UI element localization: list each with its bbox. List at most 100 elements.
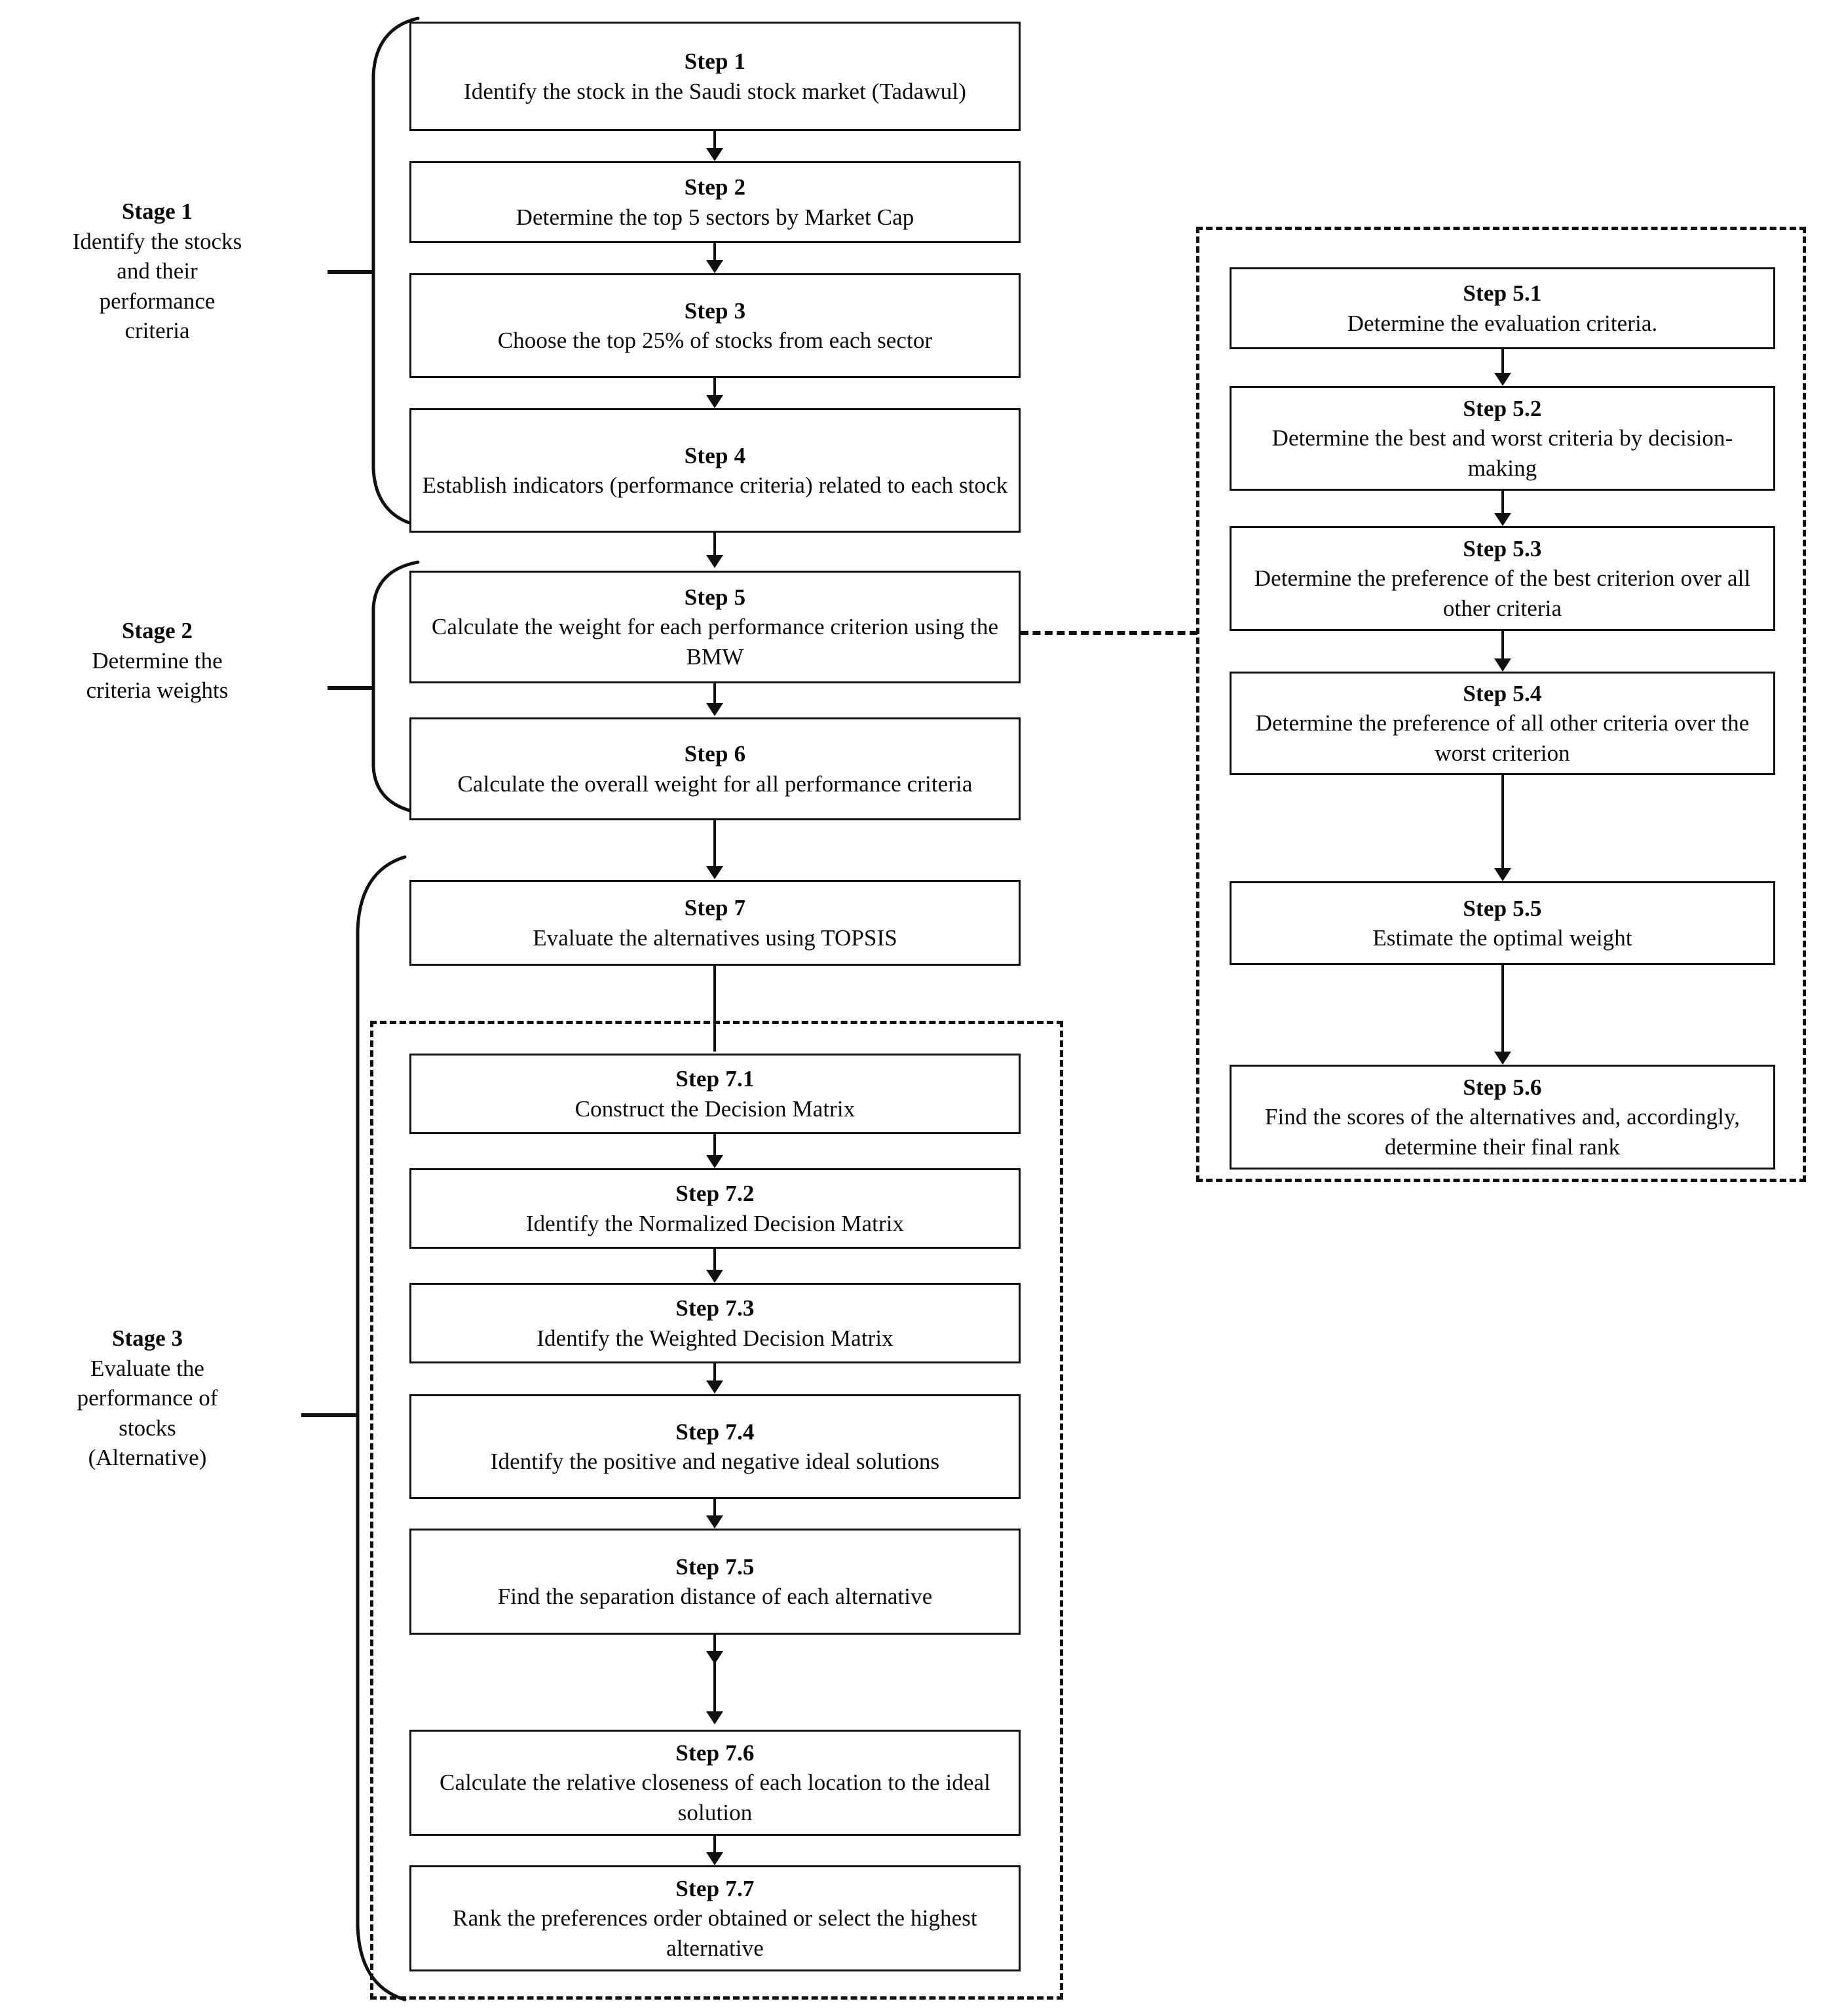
step-7-5-box[interactable]: Step 7.5 Find the separation distance of… [409, 1529, 1021, 1635]
step-7-2-title: Step 7.2 [675, 1181, 755, 1206]
step-3-box[interactable]: Step 3 Choose the top 25% of stocks from… [409, 273, 1021, 378]
step-5-3-title: Step 5.3 [1463, 535, 1542, 561]
connector-step74-step75 [713, 1499, 716, 1520]
connector-step54-step55 [1501, 775, 1504, 873]
step-5-1-text: Determine the evaluation criteria. [1347, 310, 1658, 336]
bwm-group-frame [1196, 227, 1806, 1182]
step-7-6-box[interactable]: Step 7.6 Calculate the relative closenes… [409, 1730, 1021, 1836]
stage-1-brace [328, 13, 420, 531]
step-5-2-text: Determine the best and worst criteria by… [1271, 425, 1733, 481]
step-5-2-title: Step 5.2 [1463, 395, 1542, 421]
stage-2-label: Stage 2 Determine the criteria weights [13, 616, 301, 706]
step-7-text: Evaluate the alternatives using TOPSIS [533, 924, 897, 951]
step-6-title: Step 6 [684, 741, 746, 767]
step-3-title: Step 3 [684, 297, 746, 324]
stage-1-line-0: Identify the stocks [72, 228, 242, 254]
step-5-6-text: Find the scores of the alternatives and,… [1264, 1104, 1740, 1160]
arrow-step52-step53 [1494, 513, 1511, 526]
step-2-text: Determine the top 5 sectors by Market Ca… [516, 204, 914, 230]
dashed-link-step5-to-bwm [1021, 631, 1197, 635]
step-7-7-title: Step 7.7 [675, 1875, 755, 1901]
step-7-box[interactable]: Step 7 Evaluate the alternatives using T… [409, 880, 1021, 966]
step-7-3-box[interactable]: Step 7.3 Identify the Weighted Decision … [409, 1283, 1021, 1363]
arrow-step6-step7 [706, 866, 723, 879]
step-5-box[interactable]: Step 5 Calculate the weight for each per… [409, 571, 1021, 683]
connector-step6-step7 [713, 820, 716, 871]
step-7-1-title: Step 7.1 [675, 1066, 755, 1092]
step-5-5-text: Estimate the optimal weight [1372, 925, 1632, 951]
step-7-2-box[interactable]: Step 7.2 Identify the Normalized Decisio… [409, 1168, 1021, 1249]
step-2-box[interactable]: Step 2 Determine the top 5 sectors by Ma… [409, 161, 1021, 243]
arrow-step54-step55 [1494, 868, 1511, 881]
arrow-step73-step74 [706, 1380, 723, 1394]
step-7-6-text: Calculate the relative closeness of each… [440, 1770, 990, 1825]
arrow-step5-step6 [706, 703, 723, 716]
connector-step52-step53 [1501, 491, 1504, 518]
step-5-5-box[interactable]: Step 5.5 Estimate the optimal weight [1230, 881, 1775, 965]
step-5-4-title: Step 5.4 [1463, 680, 1542, 706]
step-5-6-box[interactable]: Step 5.6 Find the scores of the alternat… [1230, 1065, 1775, 1170]
stage-3-label: Stage 3 Evaluate the performance of stoc… [7, 1323, 288, 1473]
stage-1-label: Stage 1 Identify the stocks and their pe… [13, 197, 301, 346]
step-4-text: Establish indicators (performance criter… [422, 472, 1008, 498]
arrow-step3-step4 [706, 395, 723, 408]
stage-1-line-1: and their [117, 258, 198, 284]
stage-1-line-2: performance [99, 288, 216, 314]
connector-step4-step5 [713, 533, 716, 560]
step-5-text: Calculate the weight for each performanc… [431, 614, 999, 670]
step-7-2-text: Identify the Normalized Decision Matrix [525, 1210, 905, 1236]
step-7-6-title: Step 7.6 [675, 1740, 755, 1766]
connector-step1-step2 [713, 131, 716, 153]
step-7-5-text: Find the separation distance of each alt… [497, 1584, 933, 1609]
step-5-1-box[interactable]: Step 5.1 Determine the evaluation criter… [1230, 267, 1775, 349]
step-4-title: Step 4 [684, 442, 746, 468]
connector-step75-step76-lower [713, 1656, 716, 1715]
step-7-7-box[interactable]: Step 7.7 Rank the preferences order obta… [409, 1865, 1021, 1971]
step-7-7-text: Rank the preferences order obtained or s… [453, 1905, 977, 1961]
connector-step2-step3 [713, 243, 716, 265]
connector-step3-step4 [713, 378, 716, 400]
step-5-1-title: Step 5.1 [1463, 280, 1542, 306]
step-7-5-title: Step 7.5 [675, 1553, 755, 1580]
step-3-text: Choose the top 25% of stocks from each s… [497, 328, 933, 353]
arrow-step53-step54 [1494, 658, 1511, 672]
step-4-box[interactable]: Step 4 Establish indicators (performance… [409, 408, 1021, 533]
step-6-box[interactable]: Step 6 Calculate the overall weight for … [409, 717, 1021, 820]
arrow-step51-step52 [1494, 373, 1511, 386]
connector-step75-step76 [713, 1635, 716, 1656]
connector-step73-step74 [713, 1363, 716, 1385]
connector-step71-step72 [713, 1134, 716, 1160]
step-7-1-box[interactable]: Step 7.1 Construct the Decision Matrix [409, 1054, 1021, 1134]
step-7-title: Step 7 [684, 895, 746, 921]
step-5-4-text: Determine the preference of all other cr… [1255, 710, 1750, 766]
step-7-3-title: Step 7.3 [675, 1295, 755, 1321]
stage-1-title: Stage 1 [122, 199, 193, 224]
step-1-text: Identify the stock in the Saudi stock ma… [464, 78, 966, 104]
step-2-title: Step 2 [684, 174, 746, 200]
stage-2-line-0: Determine the [92, 647, 223, 674]
step-5-5-title: Step 5.5 [1463, 895, 1542, 921]
arrow-step55-step56 [1494, 1052, 1511, 1065]
arrow-step71-step72 [706, 1155, 723, 1168]
step-5-4-box[interactable]: Step 5.4 Determine the preference of all… [1230, 672, 1775, 775]
stage-3-line-0: Evaluate the [90, 1355, 204, 1381]
stage-3-line-2: stocks [119, 1415, 176, 1441]
step-5-3-text: Determine the preference of the best cri… [1254, 565, 1751, 621]
connector-step51-step52 [1501, 349, 1504, 378]
stage-3-brace [301, 852, 407, 2005]
step-5-2-box[interactable]: Step 5.2 Determine the best and worst cr… [1230, 386, 1775, 491]
topsis-group-frame [370, 1021, 1063, 2000]
connector-step7-topsis-group [713, 966, 716, 1052]
arrow-step4-step5 [706, 555, 723, 568]
connector-step55-step56 [1501, 965, 1504, 1057]
step-1-box[interactable]: Step 1 Identify the stock in the Saudi s… [409, 22, 1021, 131]
step-7-4-text: Identify the positive and negative ideal… [490, 1449, 940, 1474]
arrow-step74-step75 [706, 1515, 723, 1529]
step-7-3-text: Identify the Weighted Decision Matrix [536, 1325, 894, 1351]
arrow-step2-step3 [706, 260, 723, 273]
connector-step76-step77 [713, 1836, 716, 1857]
stage-2-line-1: criteria weights [86, 677, 229, 703]
step-5-3-box[interactable]: Step 5.3 Determine the preference of the… [1230, 526, 1775, 631]
step-7-4-box[interactable]: Step 7.4 Identify the positive and negat… [409, 1394, 1021, 1499]
